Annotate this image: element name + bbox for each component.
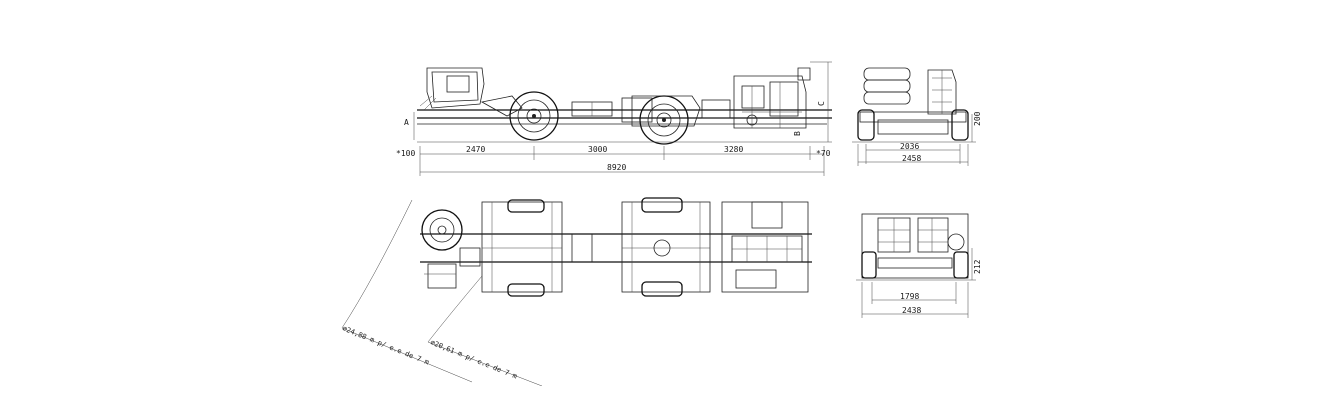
label-c: C (817, 101, 826, 106)
dim-ground-clearance: 200 (973, 111, 982, 126)
dim-8920: 8920 (607, 163, 626, 172)
dim-3280: 3280 (724, 145, 743, 154)
dim-2470: 2470 (466, 145, 485, 154)
top-view: ⌀24,88 m p/ e.e de 7 m ⌀20,61 m p/ e.e d… (341, 197, 812, 386)
chassis-drawing: A B C *100 2470 3000 3280 *70 (341, 61, 982, 386)
dim-width-2438: 2438 (902, 306, 921, 315)
rear-view-bottom: 212 1798 2438 (856, 213, 982, 318)
dim-rear-overhang: *70 (816, 149, 831, 158)
side-view: A B C *100 2470 3000 3280 *70 (396, 61, 832, 176)
rear-view-top: 200 2036 2458 (852, 67, 982, 166)
turn-note-inner: ⌀20,61 m p/ e.e de 7 m (429, 338, 518, 380)
label-b: B (793, 131, 802, 136)
dim-width-2458: 2458 (902, 154, 921, 163)
dim-frame-height: 212 (973, 259, 982, 274)
dim-front-overhang: *100 (396, 149, 415, 158)
dim-3000: 3000 (588, 145, 607, 154)
label-a: A (404, 118, 409, 127)
dim-track-2036: 2036 (900, 142, 919, 151)
dim-track-1798: 1798 (900, 292, 919, 301)
chassis-drawing-sheet: A B C *100 2470 3000 3280 *70 (332, 52, 986, 386)
turn-note-outer: ⌀24,88 m p/ e.e de 7 m (341, 324, 430, 366)
